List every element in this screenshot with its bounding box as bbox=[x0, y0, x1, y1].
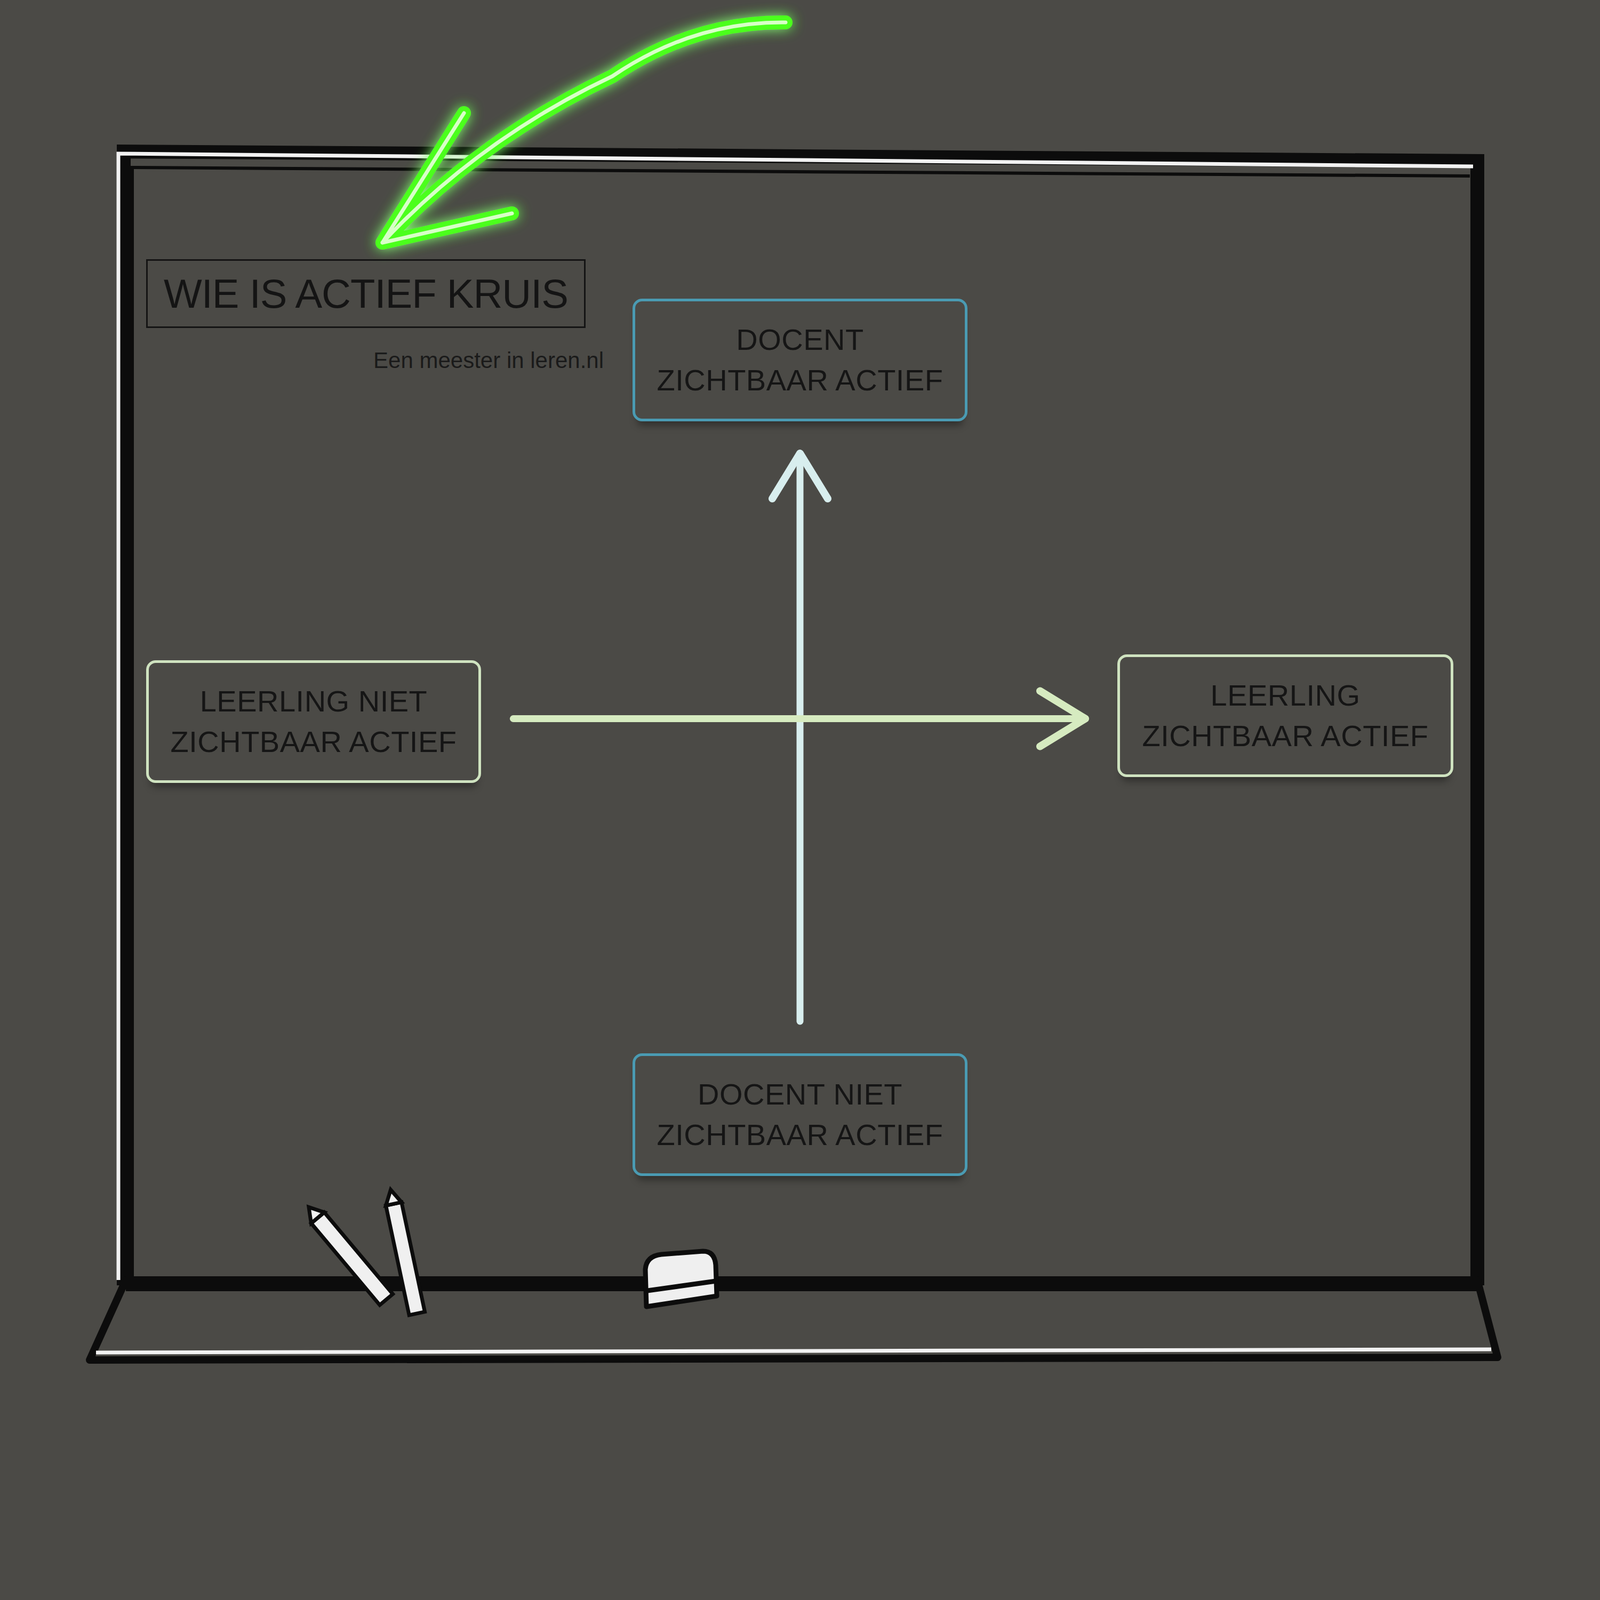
actor-box: LEERLING NIET ZICHTBAAR ACTIEF bbox=[146, 660, 482, 783]
box-text: LEERLING ZICHTBAAR ACTIEF bbox=[1139, 675, 1432, 756]
axis-line bbox=[796, 453, 804, 1022]
eraser bbox=[645, 1251, 717, 1307]
board-frame bbox=[118, 151, 1478, 1286]
axis-arrow bbox=[513, 691, 1086, 747]
box-text: DOCENT NIET ZICHTBAAR ACTIEF bbox=[653, 1074, 947, 1155]
board-ledge bbox=[89, 1280, 1498, 1360]
actor-box: DOCENT NIET ZICHTBAAR ACTIEF bbox=[632, 1053, 968, 1176]
box-text: DOCENT ZICHTBAAR ACTIEF bbox=[653, 319, 947, 400]
diagram-title: WIE IS ACTIEF KRUIS bbox=[146, 259, 586, 328]
watermark-label: Een meester in leren.nl bbox=[373, 347, 604, 374]
chalk-sticks bbox=[302, 1188, 426, 1316]
actor-box: LEERLING ZICHTBAAR ACTIEF bbox=[1117, 654, 1454, 778]
axis-arrow bbox=[772, 453, 828, 1022]
box-text: LEERLING NIET ZICHTBAAR ACTIEF bbox=[167, 681, 461, 762]
arrow-head bbox=[1040, 691, 1086, 747]
actor-box: DOCENT ZICHTBAAR ACTIEF bbox=[632, 298, 968, 422]
neon-arrow bbox=[382, 22, 786, 243]
arrow-head bbox=[772, 453, 828, 499]
axis-line bbox=[513, 715, 1086, 723]
